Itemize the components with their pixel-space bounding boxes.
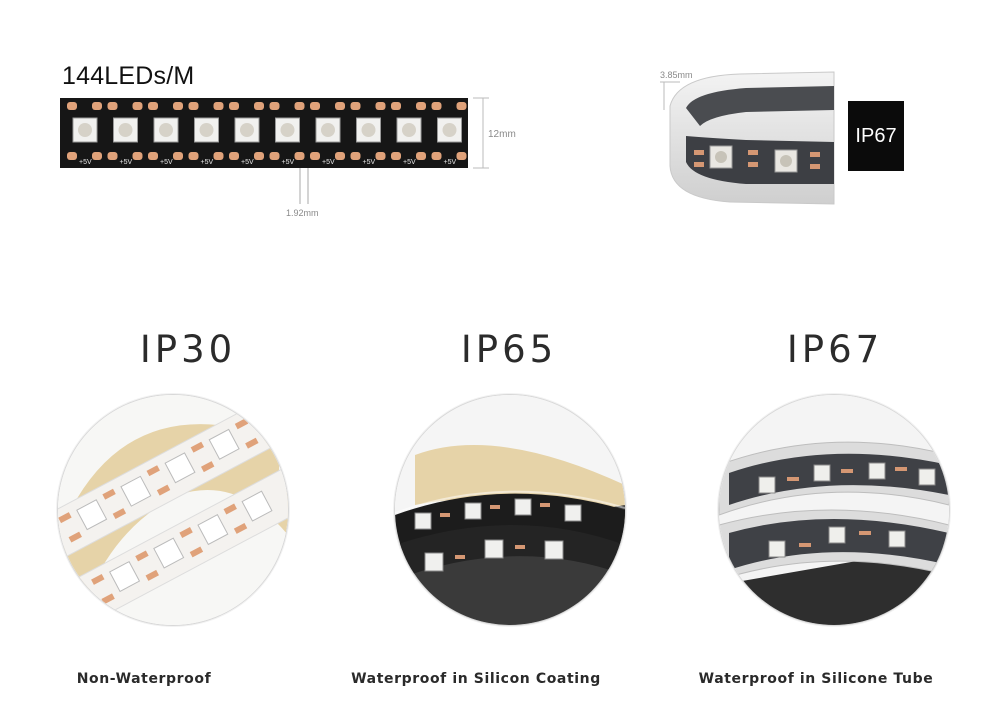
copper-pad (310, 152, 320, 160)
led-lens (118, 123, 133, 137)
copper-pad (92, 152, 102, 160)
pad-label: +5V (79, 159, 92, 166)
copper-pad (350, 152, 361, 160)
pad-label: +5V (322, 159, 335, 166)
caption-ip30: Non-Waterproof (76, 671, 212, 687)
copper-pad (391, 152, 401, 160)
copper-pad (254, 152, 264, 160)
caption-ip65: Waterproof in Silicon Coating (351, 671, 601, 687)
photo-ip65-strip (394, 394, 626, 626)
led-lens (402, 123, 416, 137)
copper-pad (269, 102, 280, 110)
led-lens (361, 123, 376, 137)
photo-ip67-strip (718, 394, 950, 626)
led-lens (321, 123, 335, 137)
copper-pad (188, 152, 199, 160)
copper-pad (375, 152, 386, 160)
pad-label: +5V (363, 159, 376, 166)
copper-pad (132, 102, 143, 110)
copper-pad (229, 152, 239, 160)
copper-pad (107, 152, 118, 160)
copper-pad (173, 152, 183, 160)
copper-pad (335, 152, 345, 160)
copper-pad (375, 102, 386, 110)
led-lens (240, 123, 254, 137)
pitch-dim-label: 1.92mm (286, 208, 319, 218)
copper-pad (148, 152, 158, 160)
copper-pad (173, 102, 183, 110)
copper-pad (391, 102, 401, 110)
ip67-badge: IP67 (848, 101, 904, 171)
copper-pad (213, 102, 224, 110)
led-lens (159, 123, 173, 137)
tube-strip (686, 136, 834, 184)
width-dim-label: 12mm (488, 129, 516, 140)
caption-ip67: Waterproof in Silicone Tube (698, 671, 934, 687)
copper-pad (350, 102, 361, 110)
pad-label: +5V (120, 159, 133, 166)
led-lens (199, 123, 214, 137)
copper-pad (431, 102, 442, 110)
pad-label: +5V (444, 159, 457, 166)
pad-label: +5V (160, 159, 173, 166)
led-strip-diagram: +5V +5V +5V +5V +5V +5V +5V +5V +5V +5V 12mm 1.92… (60, 97, 516, 218)
photo-ip30-strip (57, 394, 289, 626)
copper-pad (456, 152, 467, 160)
pad-label: +5V (282, 159, 295, 166)
copper-pad (294, 152, 305, 160)
copper-pad (132, 152, 143, 160)
copper-pad (67, 102, 77, 110)
copper-pad (92, 102, 102, 110)
copper-pad (431, 152, 442, 160)
copper-pad (67, 152, 77, 160)
copper-pad (229, 102, 239, 110)
copper-pad (416, 152, 426, 160)
pad-label: +5V (241, 159, 254, 166)
copper-pad (188, 102, 199, 110)
led-lens (442, 123, 457, 137)
copper-pad (335, 102, 345, 110)
copper-pad (294, 102, 305, 110)
copper-pad (213, 152, 224, 160)
copper-pad (254, 102, 264, 110)
tube-thickness-label: 3.85mm (660, 70, 693, 80)
rating-title-ip67: IP67 (786, 328, 884, 371)
pad-label: +5V (403, 159, 416, 166)
silicone-tube-diagram: 3.85mm (660, 70, 835, 205)
copper-pad (310, 102, 320, 110)
density-label: 144LEDs/M (62, 62, 195, 90)
led-lens (78, 123, 92, 137)
copper-pad (269, 152, 280, 160)
led-lens (280, 123, 295, 137)
pad-label: +5V (201, 159, 214, 166)
copper-pad (456, 102, 467, 110)
copper-pad (148, 102, 158, 110)
copper-pad (416, 102, 426, 110)
copper-pad (107, 102, 118, 110)
rating-title-ip30: IP30 (139, 328, 237, 371)
rating-title-ip65: IP65 (460, 328, 558, 371)
